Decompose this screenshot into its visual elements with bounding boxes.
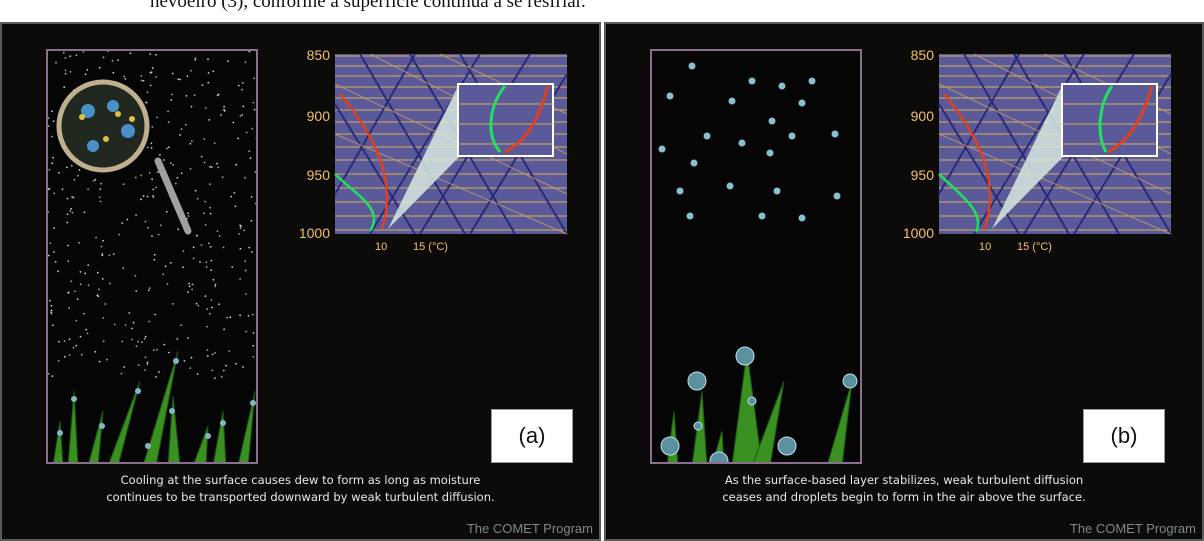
zoom-wedge bbox=[388, 86, 460, 229]
caption-line: As the surface-based layer stabilizes, w… bbox=[724, 473, 1084, 487]
temperature-inset bbox=[504, 85, 550, 154]
caption-line: Cooling at the surface causes dew to for… bbox=[120, 473, 481, 487]
zoom-inset bbox=[457, 83, 554, 157]
pressure-label: 950 bbox=[911, 167, 935, 183]
skewt-diagram: 850 900 950 1000 10 15 (°C) bbox=[903, 47, 1172, 253]
moisture-specks bbox=[48, 51, 256, 379]
panel-label: (b) bbox=[1083, 409, 1165, 463]
zoom-inset bbox=[1061, 83, 1158, 157]
zoom-wedge bbox=[992, 86, 1064, 229]
skewt-chart-b: 850 900 950 1000 10 15 (°C) bbox=[894, 44, 1194, 289]
pressure-label: 1000 bbox=[903, 225, 934, 241]
dewpoint-inset bbox=[489, 85, 507, 153]
dew-scene-a bbox=[46, 49, 258, 464]
grass-blades bbox=[667, 350, 853, 462]
pressure-label: 900 bbox=[307, 108, 331, 124]
large-dew-drops bbox=[660, 346, 858, 462]
panel-a: 850 900 950 1000 10 15 (°C) (a) Cooling … bbox=[0, 22, 601, 541]
top-text: nevoeiro (3), conforme a superfície cont… bbox=[150, 0, 586, 12]
credit: The COMET Program bbox=[1069, 521, 1196, 536]
fog-scene-b bbox=[650, 49, 862, 464]
pressure-label: 1000 bbox=[299, 225, 330, 241]
magnifying-glass-icon bbox=[56, 79, 192, 235]
dewpoint-inset bbox=[1098, 85, 1114, 153]
dewpoint-curve bbox=[334, 173, 376, 232]
caption: Cooling at the surface causes dew to for… bbox=[2, 472, 599, 506]
temperature-curve bbox=[943, 93, 992, 231]
airborne-droplets bbox=[658, 62, 841, 222]
credit: The COMET Program bbox=[466, 521, 593, 536]
temperature-inset bbox=[1107, 85, 1154, 154]
pressure-label: 950 bbox=[307, 167, 331, 183]
pressure-label: 850 bbox=[307, 47, 331, 63]
dew-illustration bbox=[48, 51, 256, 462]
droplet-illustration bbox=[658, 62, 858, 462]
pressure-label: 900 bbox=[911, 108, 935, 124]
temperature-label: 10 bbox=[375, 241, 387, 253]
grass-blades bbox=[53, 350, 256, 462]
skewt-diagram: 850 900 950 1000 10 15 (°C) bbox=[299, 47, 568, 253]
temperature-curve bbox=[339, 93, 389, 230]
pressure-label: 850 bbox=[911, 47, 935, 63]
panel-b: 850 900 950 1000 10 15 (°C) (b) As the s… bbox=[604, 22, 1204, 541]
temperature-label: 15 (°C) bbox=[413, 241, 448, 253]
dewpoint-curve bbox=[938, 173, 980, 233]
caption: As the surface-based layer stabilizes, w… bbox=[606, 472, 1202, 506]
caption-line: continues to be transported downward by … bbox=[106, 490, 495, 504]
dew-drops bbox=[57, 358, 256, 449]
skewt-chart-a: 850 900 950 1000 10 15 (°C) bbox=[290, 44, 590, 289]
temperature-label: 15 (°C) bbox=[1017, 241, 1052, 253]
panel-label: (a) bbox=[491, 409, 573, 463]
temperature-label: 10 bbox=[979, 241, 991, 253]
caption-line: ceases and droplets begin to form in the… bbox=[722, 490, 1086, 504]
